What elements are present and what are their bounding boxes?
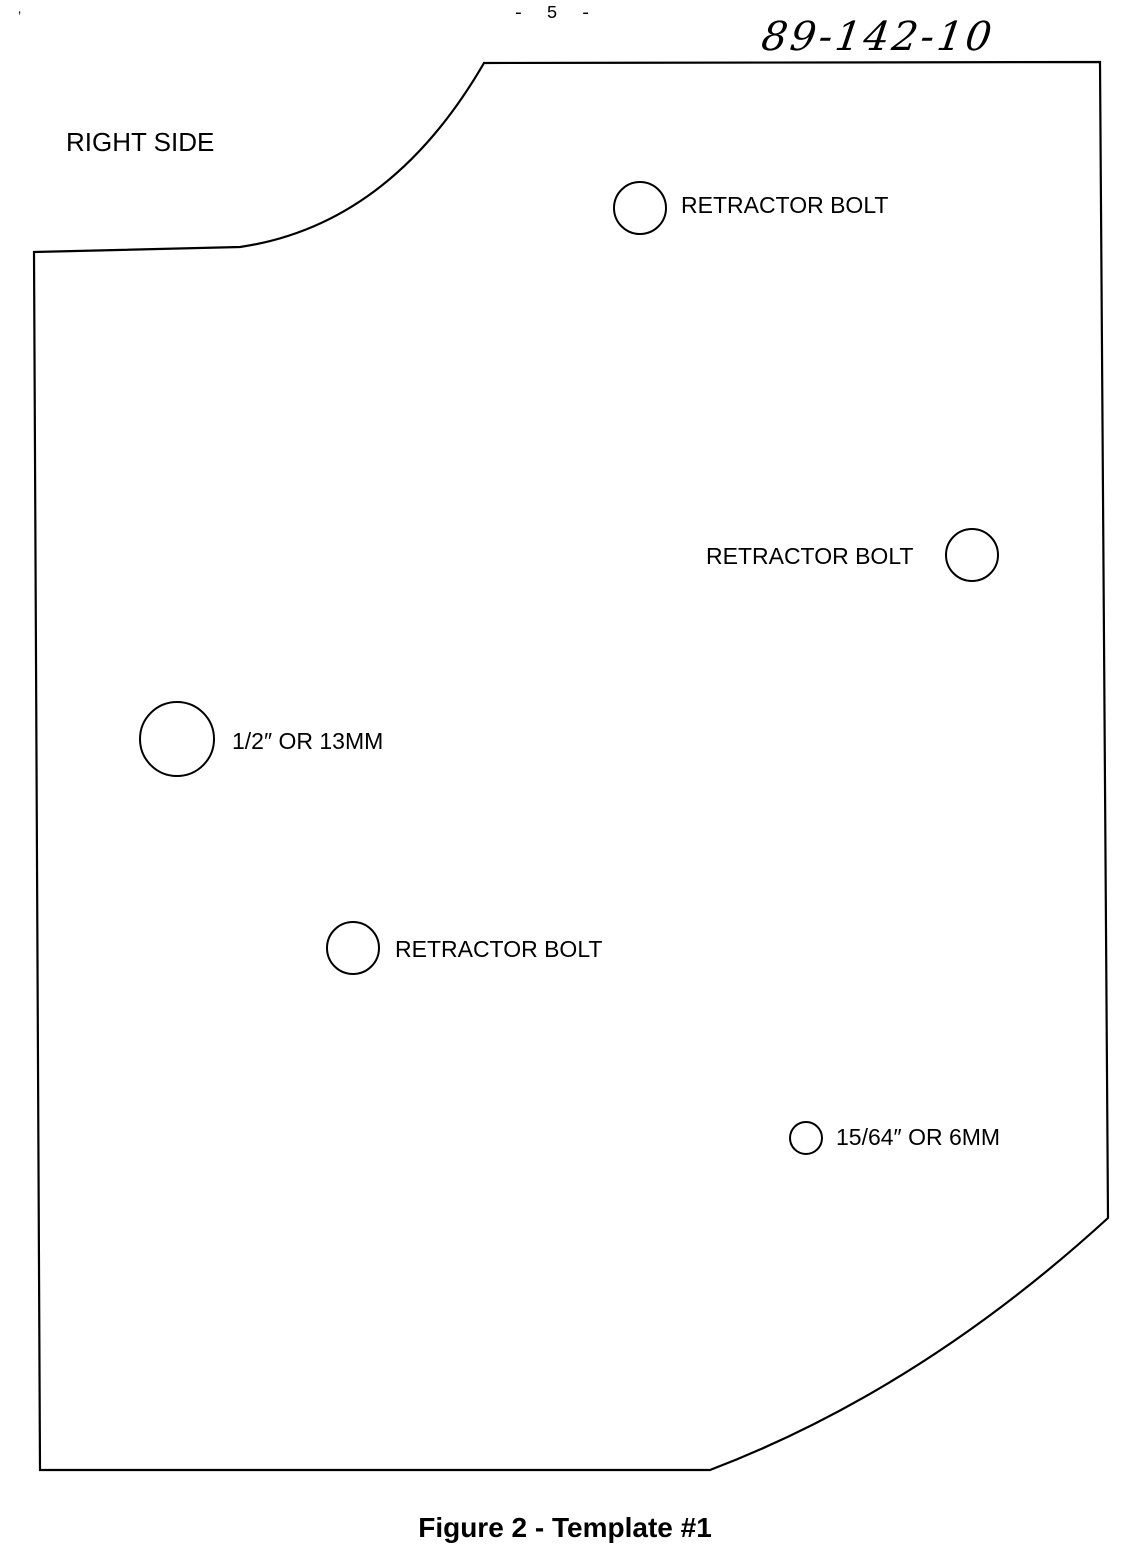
hole-13mm (139, 701, 215, 777)
template-outline (32, 60, 1110, 1472)
tick-mark: ’ (18, 8, 22, 24)
retractor-bolt-hole-lower (326, 921, 380, 975)
hole-label-13mm: 1/2″ OR 13MM (232, 728, 384, 754)
hole-label-6mm: 15/64″ OR 6MM (836, 1124, 1001, 1150)
side-label: RIGHT SIDE (66, 127, 215, 157)
retractor-bolt-hole-right (945, 528, 999, 582)
hole-label-retractor-bolt-top: RETRACTOR BOLT (681, 192, 889, 218)
hole-label-retractor-bolt-lower: RETRACTOR BOLT (395, 936, 603, 962)
retractor-bolt-hole-top (613, 181, 667, 235)
page-number: - 5 - (512, 4, 597, 24)
hole-label-retractor-bolt-right: RETRACTOR BOLT (706, 543, 914, 569)
hole-6mm (789, 1121, 823, 1155)
figure-caption: Figure 2 - Template #1 (418, 1512, 712, 1543)
